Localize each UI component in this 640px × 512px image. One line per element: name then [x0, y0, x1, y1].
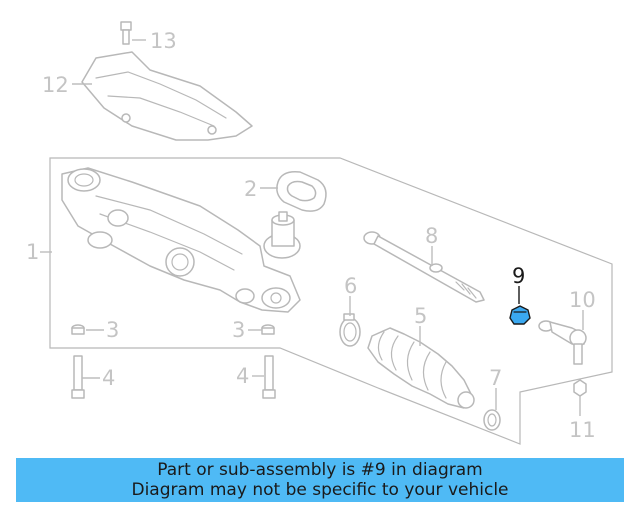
banner-line-1: Part or sub-assembly is #9 in diagram [157, 460, 483, 480]
label-5: 5 [414, 304, 427, 328]
leader-lines [40, 39, 584, 416]
outer-tie-rod-end [538, 320, 587, 365]
bolt-4-left [71, 355, 85, 399]
label-7: 7 [489, 366, 502, 390]
label-2: 2 [244, 177, 257, 201]
label-3-left: 3 [106, 318, 119, 342]
bolt-13 [120, 21, 132, 45]
label-11: 11 [569, 418, 596, 442]
boot-5 [367, 327, 475, 409]
label-1: 1 [26, 240, 39, 264]
label-8: 8 [425, 224, 438, 248]
info-banner: Part or sub-assembly is #9 in diagram Di… [16, 458, 624, 502]
label-10: 10 [569, 288, 596, 312]
bushing-2 [276, 170, 327, 212]
nut-9[interactable] [509, 305, 531, 325]
nut-11 [573, 379, 587, 397]
bolt-3-left [71, 324, 85, 335]
label-4-right: 4 [236, 364, 249, 388]
steering-rack [61, 167, 301, 313]
banner-line-2: Diagram may not be specific to your vehi… [131, 480, 509, 500]
bolt-4-right [262, 355, 276, 399]
inner-tie-rod [363, 231, 485, 303]
nut-9-shape[interactable] [509, 305, 531, 325]
assembly-outline [49, 157, 613, 445]
label-13: 13 [150, 29, 177, 53]
label-9: 9 [512, 264, 525, 288]
label-6: 6 [344, 274, 357, 298]
bolt-3-right [261, 324, 275, 335]
clamp-7 [483, 409, 501, 431]
clamp-6 [339, 313, 361, 347]
label-4-left: 4 [102, 366, 115, 390]
label-12: 12 [42, 73, 69, 97]
heat-shield [81, 51, 253, 141]
label-3-right: 3 [232, 318, 245, 342]
